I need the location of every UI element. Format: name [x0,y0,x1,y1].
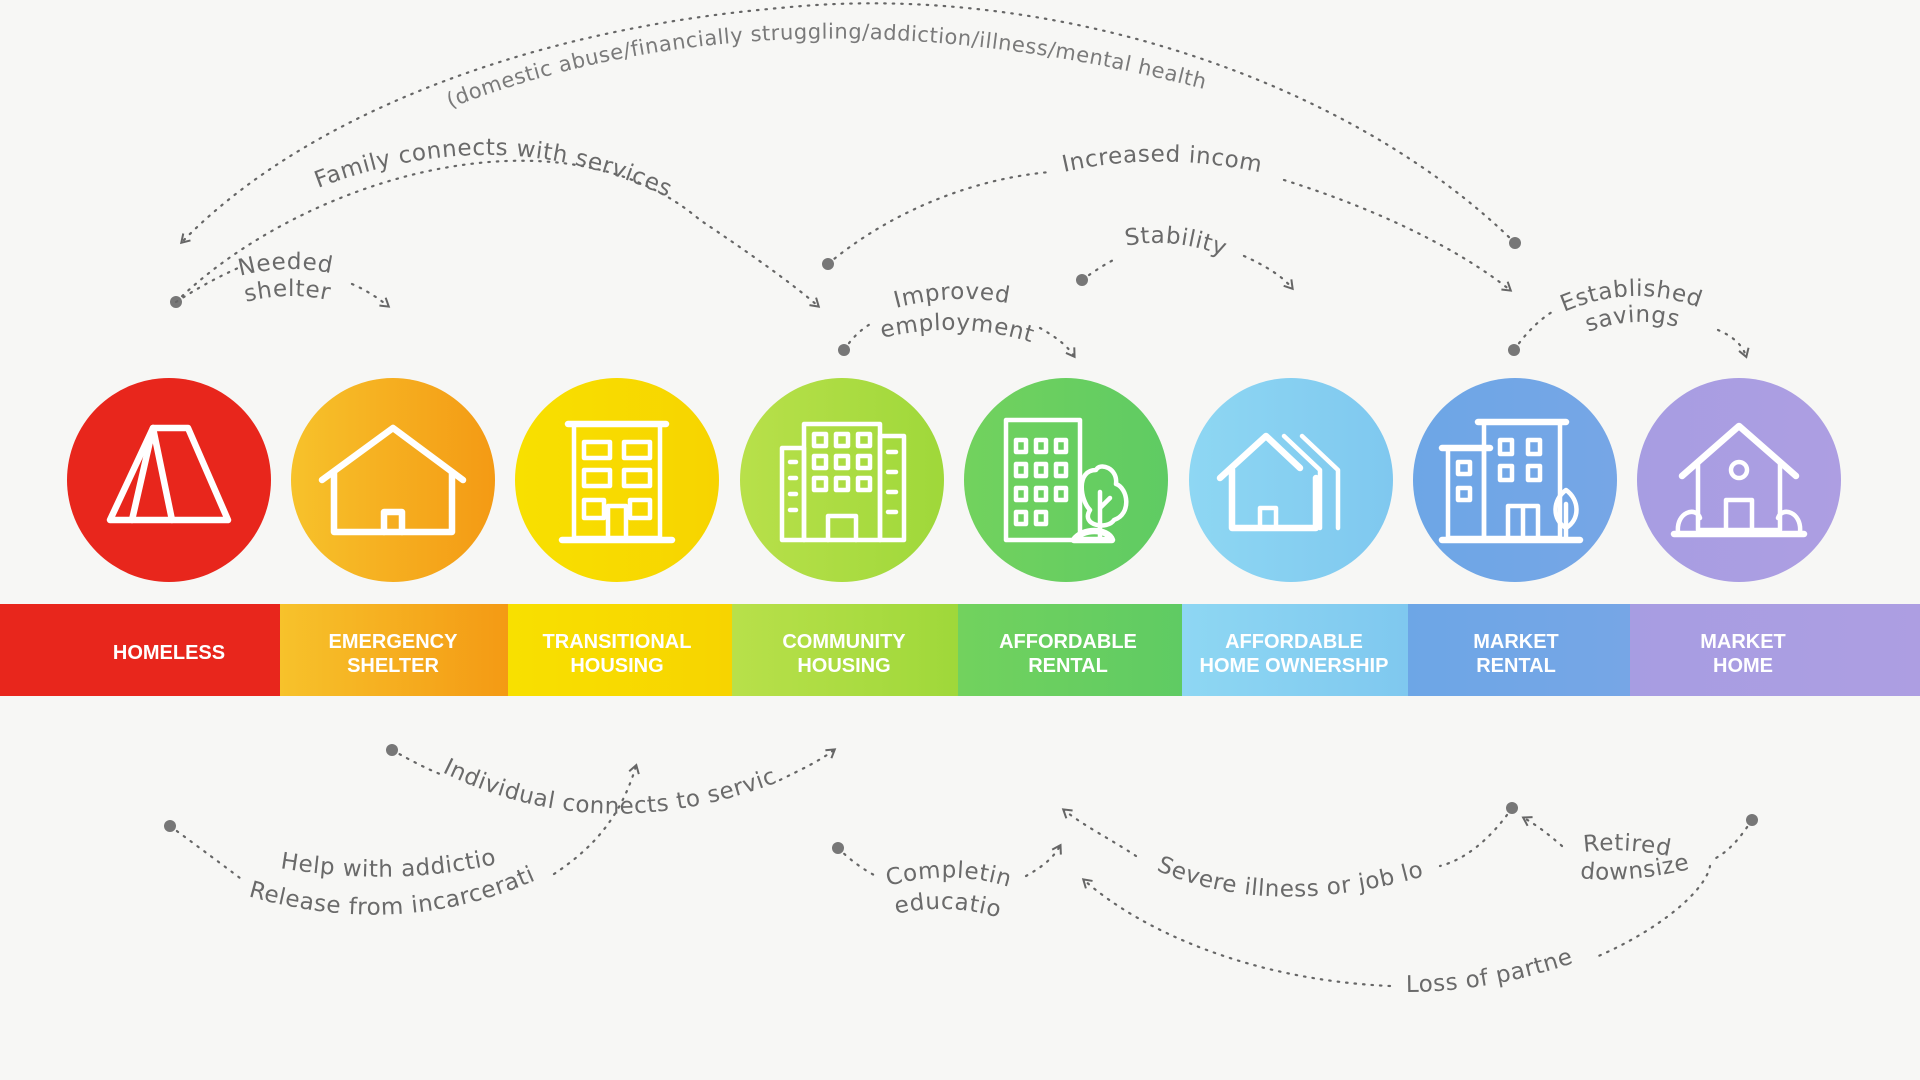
flow-arc-income [826,170,1052,266]
flow-dot [1506,802,1518,814]
stage-label-transitional-housing: HOUSING [570,655,663,677]
flow-dot [1509,237,1521,249]
flow-arc-loss [1592,864,1712,960]
band-segment-market-rental [1408,604,1630,696]
band-segment-affordable-home-ownership [1182,604,1408,696]
flow-arc-stability-end [1242,254,1294,291]
flow-arc-employment-end [1038,326,1076,359]
flow-dot [386,744,398,756]
flow-arc-individual-start [390,748,442,776]
flow-arc-needed-shelter-end [350,282,391,308]
flow-dot [1508,344,1520,356]
flow-arc-education-end [1024,843,1062,878]
flow-dot [838,344,850,356]
tent-icon [106,424,232,524]
stage-circle-homeless [67,378,271,582]
established-savings-label-2: savings [1582,302,1683,338]
city-buildings-icon [1438,418,1584,544]
flow-arc-loss-end [1081,878,1392,988]
lower-flows [164,744,1758,988]
family-connects-label: Family connects with services [311,135,676,203]
stage-label-community: COMMUNITY [782,631,906,653]
band-segment-homeless [0,604,280,696]
increased-income-label: Increased income [0,0,1265,178]
band-segment-affordable-rental [958,604,1182,696]
flow-arc-individual-end [778,748,837,782]
flow-arc-savings-end [1716,328,1750,359]
flow-dot [1746,814,1758,826]
stage-label-market: MARKET [1473,631,1559,653]
building-with-tree-icon [1003,417,1129,544]
stage-label-rental: RENTAL [1028,655,1108,677]
stage-label-shelter: SHELTER [347,655,439,677]
flow-arc-education [836,846,878,878]
upper-flow-labels: (domestic abuse/financially struggling/a… [0,0,1705,348]
flow-arc-help [168,824,242,880]
detached-home-icon [1670,422,1808,538]
flow-dot [832,842,844,854]
band-segment-transitional-housing [508,604,732,696]
stage-label-transitional: TRANSITIONAL [543,631,692,653]
house-icon [318,424,467,536]
tall-building-icon [779,421,907,543]
stage-label-home-ownership: HOME OWNERSHIP [1200,655,1389,677]
apartment-building-icon [558,420,676,544]
upper-flows [170,2,1750,359]
flow-arc-severe [1438,806,1514,868]
flow-dot [1076,274,1088,286]
needed-shelter-label-2: shelter [242,276,333,308]
flow-arc-employment [842,320,876,352]
stage-label-homeless: HOMELESS [113,642,225,664]
flow-arc-family [174,159,821,308]
band-segment-market-home [1630,604,1920,696]
flow-arc-income-end [1282,178,1513,292]
stage-label-affordable: AFFORDABLE [999,631,1137,653]
stability-label: Stability [1123,223,1230,262]
stage-label-affordable-2: AFFORDABLE [1225,631,1363,653]
band-segment-community-housing [732,604,958,696]
flow-dot [822,258,834,270]
stage-label-market-home: HOME [1713,655,1773,677]
flow-arc-stability [1080,256,1120,282]
flow-arc-retired-end [1521,816,1564,848]
flow-dot [164,820,176,832]
stage-label-community-housing: HOUSING [797,655,890,677]
improved-employment-label-1: Improved [891,279,1012,314]
stage-label-market-rental: RENTAL [1476,655,1556,677]
stage-circle-market-rental [1413,378,1617,582]
flow-arc-needed-shelter [174,266,240,304]
stage-circle-transitional-housing [515,378,719,582]
stage-circle-affordable-rental [964,378,1168,582]
flow-arc-help-end [552,763,640,876]
flow-arc-severe-end [1061,808,1138,858]
stage-label-market-2: MARKET [1700,631,1786,653]
row-houses-icon [1216,432,1341,532]
flow-arc-retired [1714,818,1754,860]
stage-icons [67,378,1841,582]
flow-arc-savings [1512,310,1554,352]
band-segment-emergency-shelter [280,604,508,696]
stage-label-emergency: EMERGENCY [329,631,459,653]
flow-arc-outer-top [179,2,1517,245]
improved-employment-label-2: employment [878,310,1037,348]
stage-band: HOMELESS EMERGENCY SHELTER TRANSITIONAL … [0,604,1920,696]
